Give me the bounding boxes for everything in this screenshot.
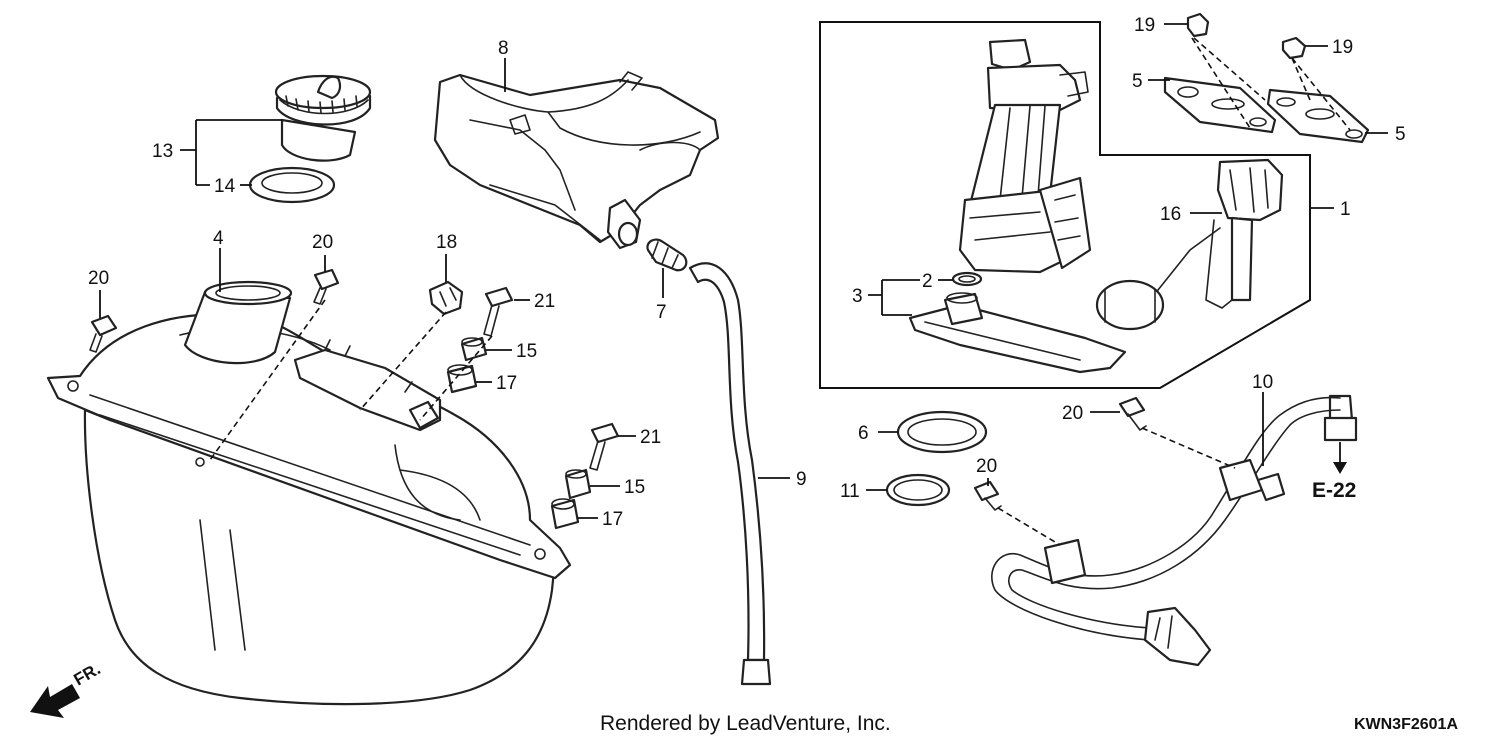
- callout-7: 7: [656, 302, 667, 323]
- front-label: FR.: [71, 659, 104, 689]
- tank-filler-neck: [183, 280, 293, 365]
- callout-1: 1: [1340, 199, 1351, 220]
- callout-17-lower: 17: [602, 509, 623, 530]
- bolt-20-left[interactable]: [89, 314, 118, 353]
- grommet-17-upper[interactable]: [446, 364, 478, 394]
- callout-21-upper: 21: [534, 291, 555, 312]
- fuel-feed-hose[interactable]: [991, 394, 1358, 667]
- fuel-level-sender[interactable]: [1095, 158, 1284, 331]
- fuel-pump-assembly-frame: [819, 21, 1311, 389]
- bolt-20-hose-lower[interactable]: [973, 480, 1002, 511]
- callout-17-upper: 17: [496, 373, 517, 394]
- pump-seal-6[interactable]: [896, 410, 988, 454]
- clip-18[interactable]: [428, 280, 464, 316]
- dashed-assembly-lines: [209, 37, 1351, 546]
- collar-15-lower[interactable]: [564, 468, 592, 500]
- callout-13: 13: [152, 141, 173, 162]
- setting-plate-right[interactable]: [1266, 88, 1370, 144]
- leader-lines: [99, 23, 1388, 519]
- front-direction-indicator: FR.: [30, 659, 104, 718]
- callout-11: 11: [840, 481, 860, 502]
- fuel-tank-cover[interactable]: [433, 71, 720, 250]
- render-credit: Rendered by LeadVenture, Inc.: [600, 712, 891, 735]
- nut-19-right[interactable]: [1281, 36, 1307, 60]
- bolt-20-upper[interactable]: [313, 268, 340, 305]
- callout-19-left: 19: [1134, 15, 1155, 36]
- callout-4: 4: [213, 228, 224, 249]
- callout-20-left: 20: [88, 268, 109, 289]
- diagram-code: KWN3F2601A: [1353, 716, 1458, 733]
- callout-10: 10: [1252, 372, 1273, 393]
- bolt-21-lower[interactable]: [589, 422, 620, 471]
- callout-2: 2: [922, 271, 933, 292]
- fuel-pump-unit[interactable]: [958, 38, 1092, 274]
- fuel-tank[interactable]: [46, 313, 572, 706]
- front-direction-arrow-icon: [30, 684, 80, 718]
- setting-plate-left[interactable]: [1163, 76, 1277, 134]
- o-ring-2[interactable]: [951, 271, 983, 287]
- callout-6: 6: [858, 423, 869, 444]
- callout-21-lower: 21: [640, 427, 661, 448]
- callout-5-left: 5: [1132, 71, 1143, 92]
- callout-15-upper: 15: [516, 341, 537, 362]
- nut-19-left[interactable]: [1186, 12, 1210, 38]
- collar-15-upper[interactable]: [460, 336, 488, 362]
- callout-19-right: 19: [1332, 37, 1353, 58]
- callout-9: 9: [796, 469, 807, 490]
- cross-reference-e22[interactable]: E-22: [1312, 442, 1356, 502]
- callout-20-upper: 20: [312, 232, 333, 253]
- callout-15-lower: 15: [624, 477, 645, 498]
- bolt-21-upper[interactable]: [483, 286, 514, 337]
- cap-gasket[interactable]: [248, 166, 336, 204]
- callout-3: 3: [852, 286, 863, 307]
- callout-5-right: 5: [1395, 124, 1406, 145]
- breather-tube[interactable]: [688, 262, 772, 686]
- cross-reference-label: E-22: [1312, 479, 1356, 502]
- callout-20-hose-upper: 20: [1062, 403, 1083, 424]
- grommet-17-lower[interactable]: [550, 498, 580, 530]
- callout-14: 14: [214, 176, 236, 197]
- fuel-cap[interactable]: [274, 74, 372, 162]
- callout-16: 16: [1160, 204, 1181, 225]
- fuel-strainer[interactable]: [908, 292, 1127, 374]
- callout-8: 8: [498, 38, 509, 59]
- callout-18: 18: [436, 232, 457, 253]
- packing-ring-11[interactable]: [885, 473, 951, 507]
- callout-20-hose-lower: 20: [976, 456, 997, 477]
- bolt-20-hose-upper[interactable]: [1118, 396, 1147, 431]
- callout-numbers: 1 2 3 4 5 5 6 7 8 9 10 11 13 14 15 15 16…: [88, 15, 1406, 530]
- tube-joint[interactable]: [646, 238, 688, 272]
